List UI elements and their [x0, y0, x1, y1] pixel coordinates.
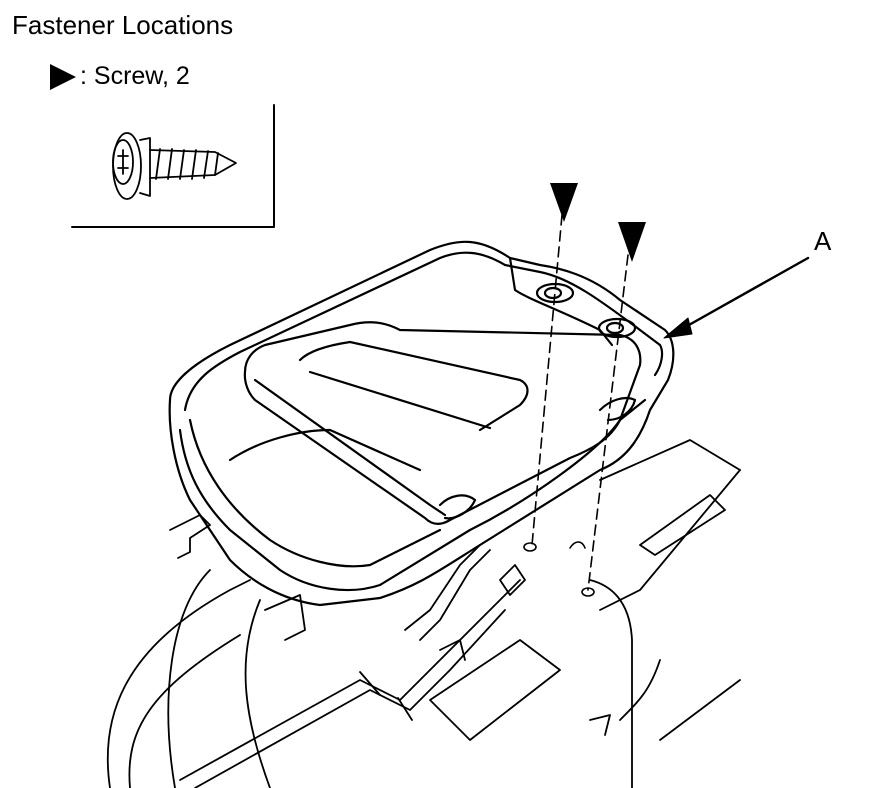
- triangle-marker-icon: [618, 222, 646, 262]
- screw-detail-box: [71, 104, 275, 228]
- callout-label-a: A: [814, 226, 832, 256]
- triangle-marker-icon: [50, 63, 76, 90]
- console-base: [106, 439, 741, 788]
- wire-harness: [179, 544, 526, 788]
- mounting-rails: [169, 514, 306, 641]
- leader-arrow-icon: [663, 256, 810, 339]
- screw-markers: [550, 183, 646, 262]
- triangle-marker-icon: [550, 183, 578, 222]
- screw-icon: [112, 132, 237, 200]
- console-armrest-a: [168, 240, 675, 607]
- screw-paths: [523, 214, 629, 597]
- fastener-legend: : Screw, 2: [50, 62, 190, 91]
- legend-text: : Screw, 2: [80, 62, 190, 90]
- page-title: Fastener Locations: [12, 10, 234, 40]
